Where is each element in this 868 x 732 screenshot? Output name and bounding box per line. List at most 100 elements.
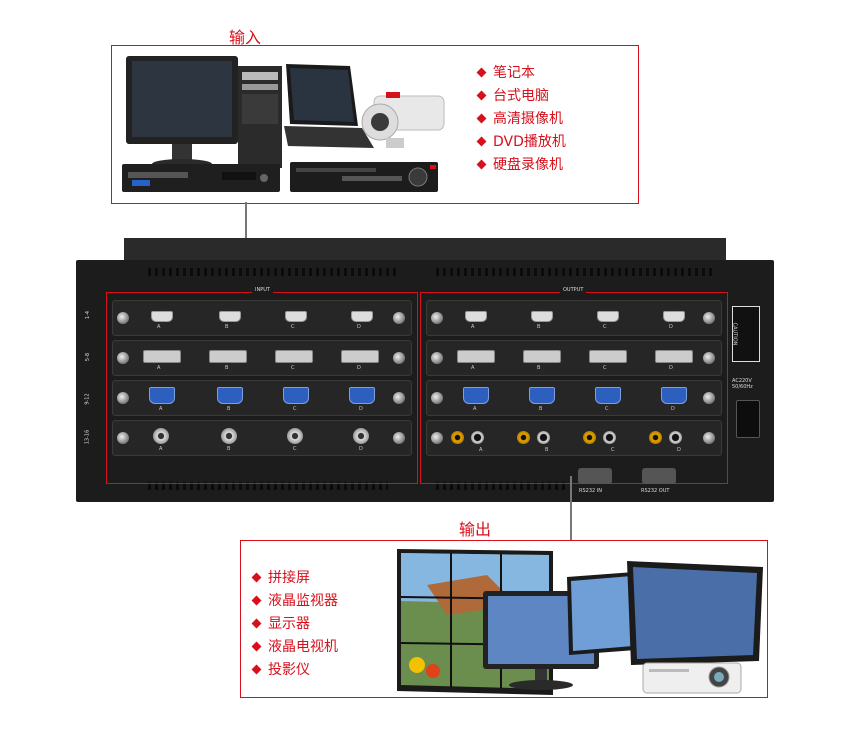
lcd-tv-image [567,561,763,665]
output-title: 输出 [459,520,492,539]
port-letter: B [545,447,549,453]
port-letter: B [539,406,543,412]
port-letter: A [471,324,475,330]
output-devices-illustration [397,549,763,695]
row-label: 13-16 [84,429,91,445]
screw-icon [117,312,129,324]
output-card-av: A B C D [426,420,722,456]
port-letter: B [227,406,231,412]
output-connector-line [570,476,572,540]
power-socket-icon [736,400,760,438]
port-letter: A [159,446,163,452]
bullet-diamond-icon [476,67,487,77]
input-devices-illustration [122,56,445,192]
output-panel: 拼接屏 液晶监视器 显示器 液晶电视机 投影仪 [240,540,768,698]
dvi-port-icon [523,350,561,363]
hdmi-port-icon [219,311,241,322]
output-device-list: 拼接屏 液晶监视器 显示器 液晶电视机 投影仪 [251,567,338,682]
hdmi-port-icon [285,311,307,322]
port-letter: A [157,324,161,330]
hdmi-port-icon [597,311,619,322]
rca-port-icon [649,431,662,444]
vga-port-icon [349,387,375,404]
port-letter: D [677,447,681,453]
port-letter: D [357,365,361,371]
port-letter: A [159,406,163,412]
vga-port-icon [149,387,175,404]
dvi-port-icon [143,350,181,363]
list-item: 笔记本 [476,62,566,85]
laptop-image [284,64,374,148]
input-title: 输入 [229,28,262,47]
input-card-bnc: A B C D [112,420,412,456]
list-item: 拼接屏 [251,567,338,590]
rs232-in-label: RS232 IN [579,488,602,494]
list-item: 高清摄像机 [476,108,566,131]
screw-icon [117,352,129,364]
output-section-label: OUTPUT [560,287,587,293]
dvi-port-icon [457,350,495,363]
port-letter: D [357,324,361,330]
vga-port-icon [217,387,243,404]
port-letter: D [669,365,673,371]
port-letter: C [291,324,295,330]
screw-icon [393,352,405,364]
list-item: 硬盘录像机 [476,154,566,177]
output-card-hdmi: A B C D [426,300,722,336]
vent-bottom-right [436,482,566,490]
dvi-port-icon [275,350,313,363]
port-letter: A [473,406,477,412]
bullet-diamond-icon [476,90,487,100]
screw-icon [431,312,443,324]
row-label: 9-12 [84,393,91,405]
port-letter: C [605,406,609,412]
dvr-image [290,162,438,192]
screw-icon [393,432,405,444]
screw-icon [703,352,715,364]
s-video-port-icon [471,431,484,444]
vent-top-left [148,268,400,276]
hdmi-port-icon [531,311,553,322]
list-item: 液晶电视机 [251,636,338,659]
port-letter: C [603,324,607,330]
output-card-vga: A B C D [426,380,722,416]
bnc-port-icon [221,428,237,444]
port-letter: B [537,324,541,330]
s-video-port-icon [603,431,616,444]
port-letter: C [291,365,295,371]
power-rating-label: AC220V 50/60Hz [732,378,753,390]
caution-label-plate: CAUTION [731,306,760,362]
input-device-list: 笔记本 台式电脑 高清摄像机 DVD播放机 硬盘录像机 [476,62,566,177]
input-card-vga: A B C D [112,380,412,416]
desktop-pc-image [238,66,282,168]
bullet-diamond-icon [251,618,262,628]
port-letter: D [359,446,363,452]
bnc-port-icon [353,428,369,444]
bullet-diamond-icon [251,572,262,582]
input-card-dvi: A B C D [112,340,412,376]
screw-icon [431,352,443,364]
monitor-image [126,56,238,169]
bnc-port-icon [287,428,303,444]
video-wall-image [397,549,553,695]
device-top-panel [124,238,726,262]
row-label: 1-4 [85,310,92,320]
list-item: 液晶监视器 [251,590,338,613]
hdmi-port-icon [151,311,173,322]
list-item: 投影仪 [251,659,338,682]
port-letter: A [157,365,161,371]
screw-icon [703,432,715,444]
port-letter: B [225,324,229,330]
vent-top-right [436,268,716,276]
bullet-diamond-icon [251,641,262,651]
dvi-port-icon [209,350,247,363]
vga-port-icon [529,387,555,404]
output-card-dvi: A B C D [426,340,722,376]
port-letter: D [669,324,673,330]
vga-port-icon [463,387,489,404]
hd-camera-image [361,92,445,148]
rca-port-icon [583,431,596,444]
port-letter: B [225,365,229,371]
bullet-diamond-icon [476,113,487,123]
vga-port-icon [595,387,621,404]
